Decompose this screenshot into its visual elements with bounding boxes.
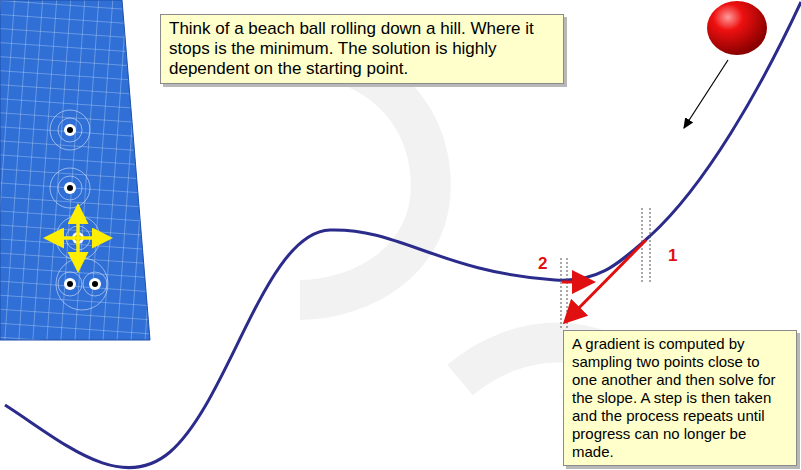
mesh-panel [0,0,150,340]
beach-ball [707,1,767,55]
motion-arrow [684,60,728,128]
step-arrow [562,281,590,284]
step-arrow [567,240,646,320]
callout-number: 2 [538,254,547,274]
callout-number: 1 [668,246,677,266]
callout-text: Think of a beach ball rolling down a hil… [169,19,555,79]
objective-curve [5,2,801,468]
callout-box: A gradient is computed by sampling two p… [563,330,797,466]
callout-box: Think of a beach ball rolling down a hil… [160,14,564,84]
sample-lines [561,208,650,330]
callout-text: A gradient is computed by sampling two p… [572,335,788,461]
